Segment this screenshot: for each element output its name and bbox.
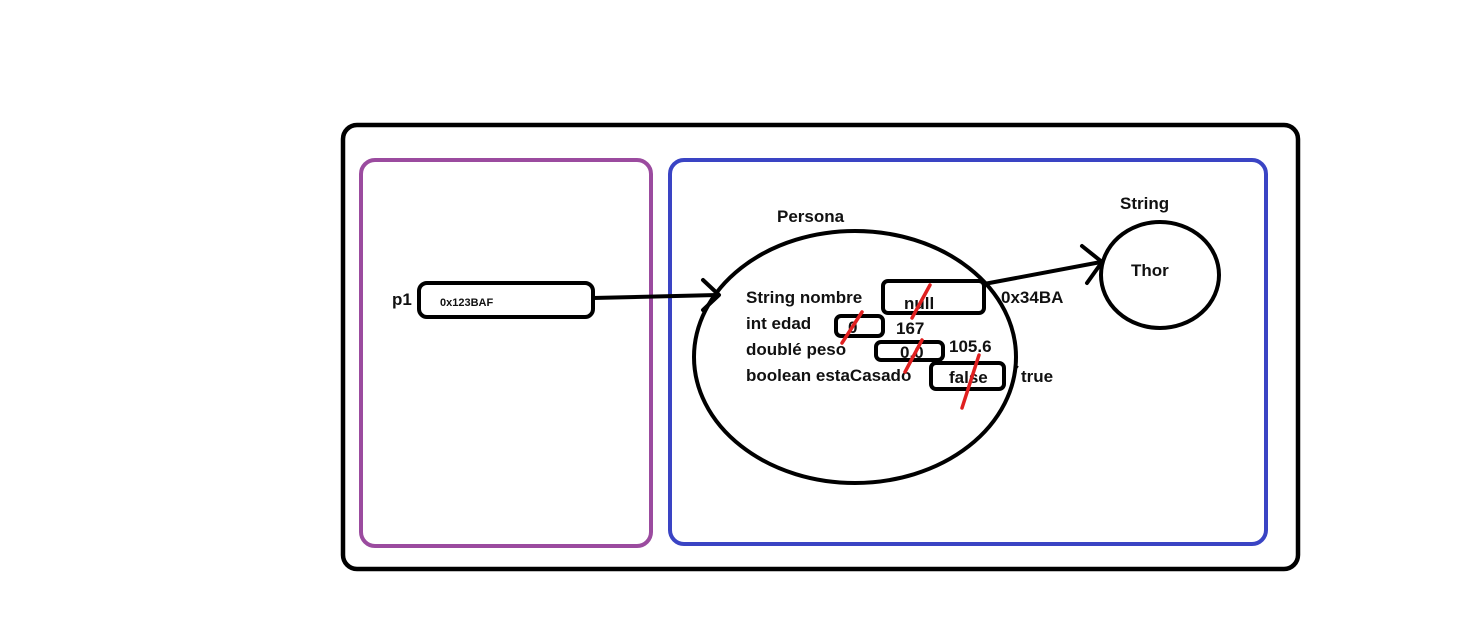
stack-frame — [359, 158, 653, 548]
nombre-strike — [910, 283, 932, 320]
p1-label: p1 — [392, 290, 412, 309]
heap-frame — [668, 158, 1268, 546]
edad-new-value: 167 — [896, 319, 924, 338]
field-label-peso: doublé peso — [746, 340, 846, 359]
persona-object-ellipse — [692, 229, 1018, 485]
string-object-ellipse — [1099, 220, 1221, 330]
field-label-estacasado: boolean estaCasado — [746, 366, 911, 385]
outer-frame — [340, 122, 1301, 572]
estacasado-old-value: false — [949, 368, 988, 387]
string-title: String — [1120, 194, 1169, 213]
estacasado-new-tick — [1013, 365, 1019, 372]
field-label-edad: int edad — [746, 314, 811, 333]
nombre-to-string-arrow — [982, 260, 1103, 286]
nombre-new-value: 0x34BA — [1001, 288, 1063, 307]
estacasado-new-value: true — [1021, 367, 1053, 386]
peso-strike — [903, 338, 924, 374]
edad-strike — [840, 310, 864, 345]
p1-to-persona-arrow — [591, 293, 719, 300]
persona-title: Persona — [777, 207, 845, 226]
peso-new-value: 105.6 — [949, 337, 992, 356]
estacasado-strike — [960, 353, 981, 410]
p1-reference-value: 0x123BAF — [440, 297, 493, 309]
nombre-value-box — [881, 279, 986, 315]
string-value: Thor — [1131, 261, 1169, 280]
field-label-nombre: String nombre — [746, 288, 862, 307]
